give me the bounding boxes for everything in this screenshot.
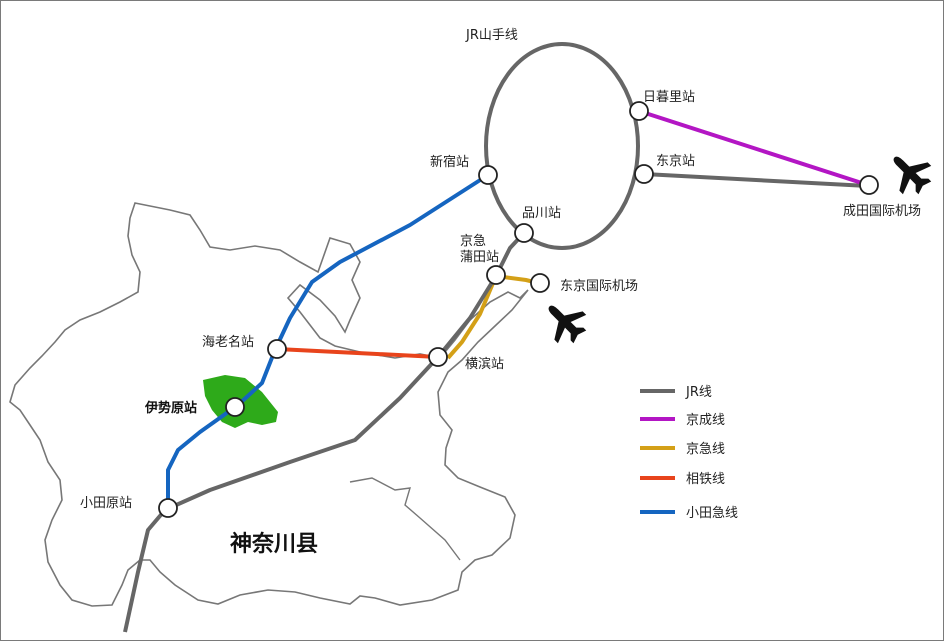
- legend-label-odakyu: 小田急线: [686, 506, 738, 521]
- label-shinagawa: 品川站: [522, 206, 561, 221]
- station-narita[interactable]: [859, 175, 879, 195]
- keikyu-line: [446, 275, 498, 360]
- sotetsu-line: [276, 347, 439, 359]
- airplane-icon-narita: [893, 156, 932, 195]
- label-tokyo: 东京站: [656, 154, 695, 169]
- station-shinjuku[interactable]: [478, 165, 498, 185]
- label-shinjuku: 新宿站: [430, 154, 469, 170]
- label-yamanote: JR山手线: [465, 28, 518, 43]
- label-nippori: 日暮里站: [643, 90, 695, 105]
- region-label: 神奈川县: [230, 531, 318, 557]
- label-isehara: 伊势原站: [144, 400, 197, 416]
- legend-label-keikyu: 京急线: [686, 442, 725, 457]
- legend-label-keisei: 京成线: [686, 413, 725, 428]
- legend: JR线 京成线 京急线 相铁线 小田急线: [640, 385, 738, 521]
- station-tokyo[interactable]: [634, 164, 654, 184]
- coast-detail: [349, 477, 461, 561]
- label-keikyu-kamata-line1: 京急: [460, 234, 486, 249]
- station-haneda[interactable]: [530, 273, 550, 293]
- station-isehara[interactable]: [225, 397, 245, 417]
- label-odawara: 小田原站: [80, 496, 132, 511]
- yamanote-loop: [484, 42, 640, 250]
- station-ebina[interactable]: [267, 339, 287, 359]
- label-haneda: 东京国际机场: [560, 279, 638, 294]
- station-nippori[interactable]: [629, 101, 649, 121]
- label-narita: 成田国际机场: [843, 204, 921, 219]
- station-yokohama[interactable]: [428, 347, 448, 367]
- legend-label-jr: JR线: [685, 385, 712, 400]
- legend-label-sotetsu: 相铁线: [686, 472, 725, 487]
- label-ebina: 海老名站: [202, 334, 254, 350]
- odakyu-line: [166, 173, 490, 508]
- label-keikyu-kamata-line2: 蒲田站: [460, 250, 499, 265]
- jr-narita-line: [643, 172, 869, 188]
- label-yokohama: 横滨站: [465, 356, 504, 372]
- jr-line: [123, 231, 526, 633]
- keisei-line: [638, 109, 869, 187]
- airplane-icon-haneda: [548, 305, 587, 344]
- station-keikyu-kamata[interactable]: [486, 265, 506, 285]
- station-odawara[interactable]: [158, 498, 178, 518]
- kanagawa-outline: [9, 202, 529, 607]
- station-shinagawa[interactable]: [514, 223, 534, 243]
